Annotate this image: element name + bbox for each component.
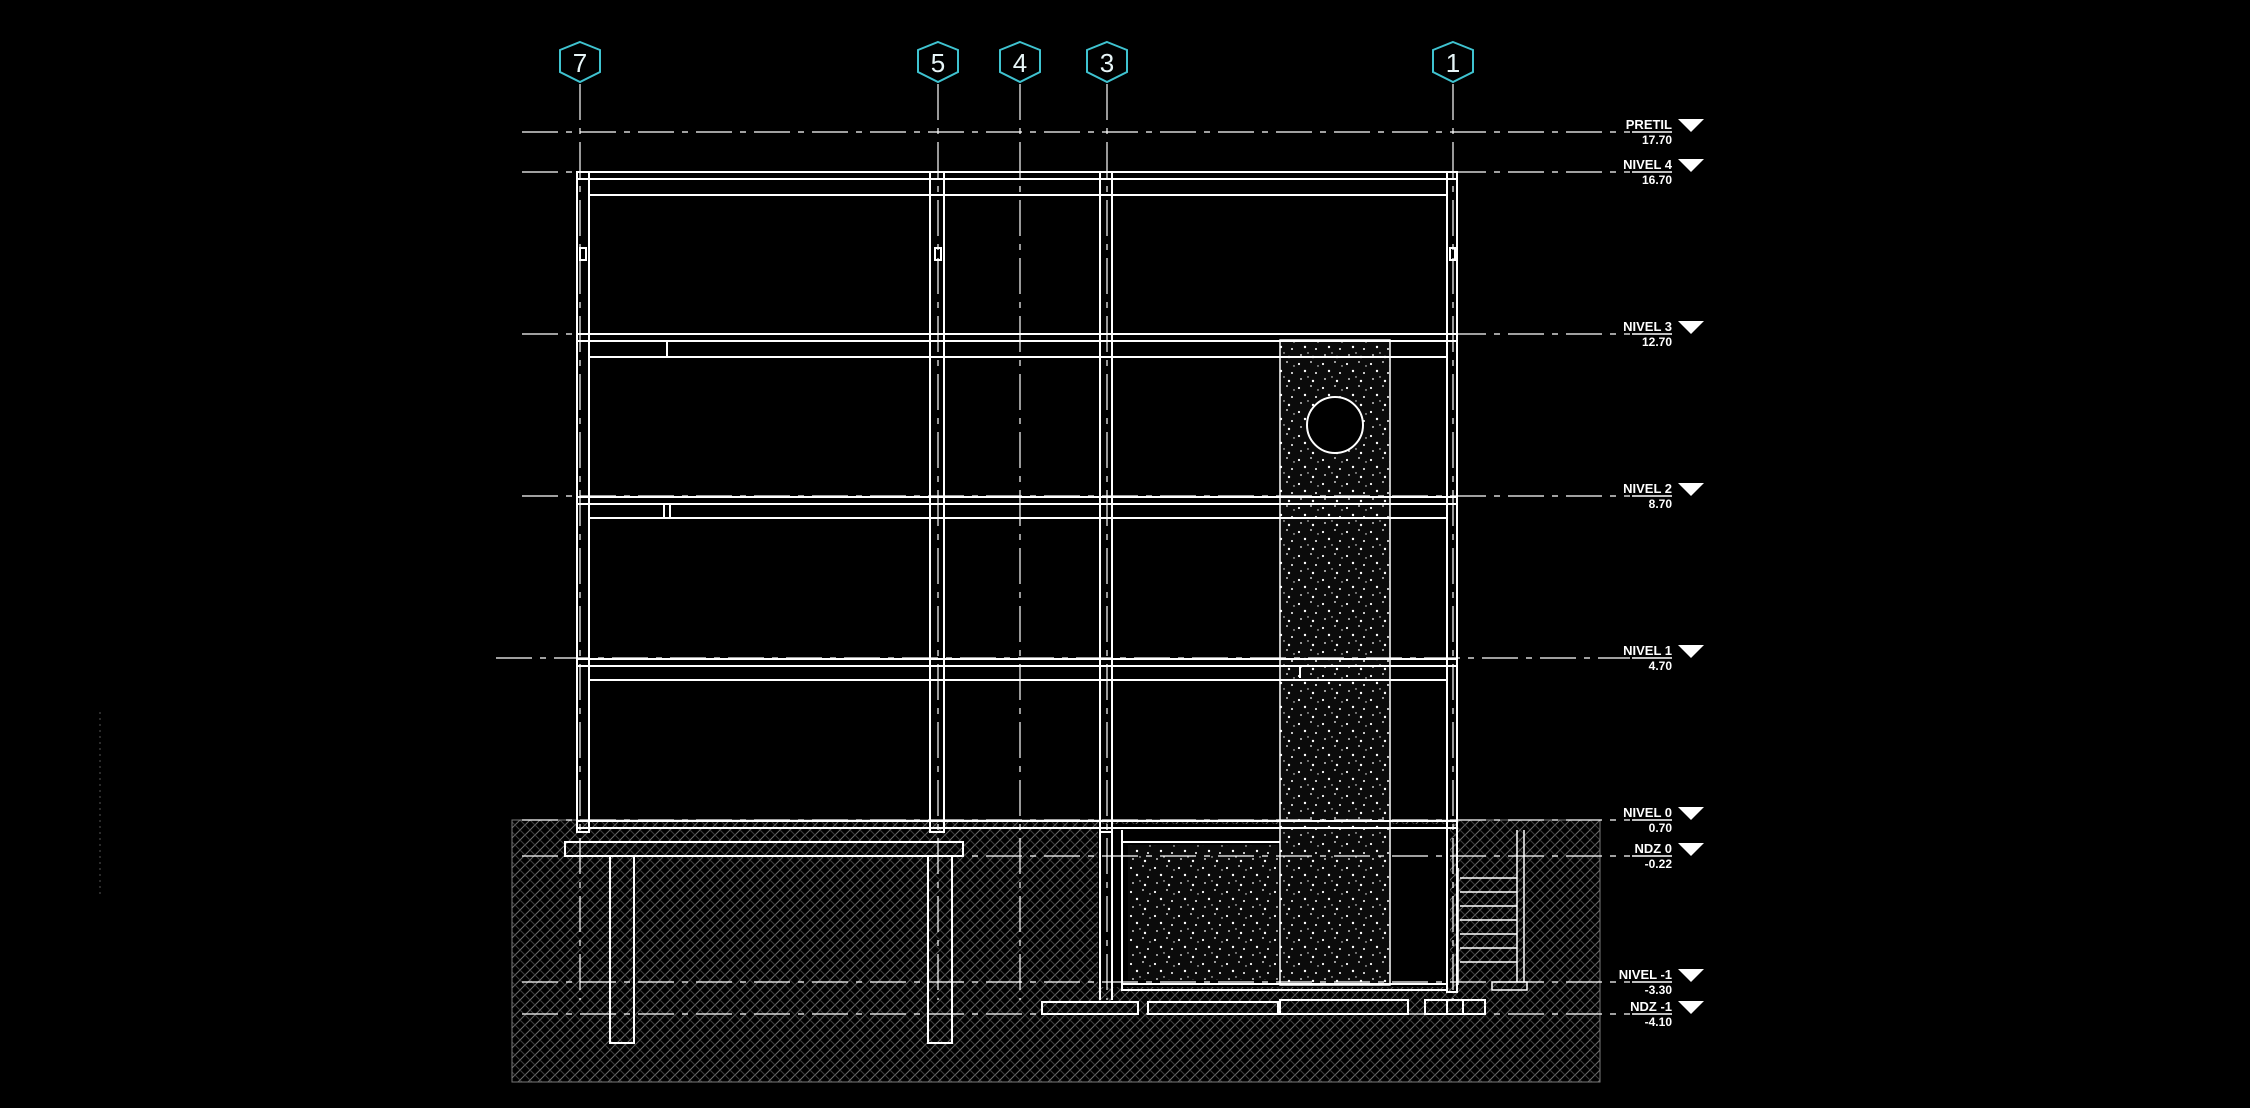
level-tag-ndz-0: NDZ 0 -0.22 bbox=[1632, 841, 1704, 871]
level-triangle-icon bbox=[1678, 159, 1704, 172]
level-value: 8.70 bbox=[1649, 497, 1673, 511]
level-tag-nivel-2: NIVEL 2 8.70 bbox=[1623, 481, 1704, 511]
column-axis-5 bbox=[929, 171, 945, 833]
level-value: 4.70 bbox=[1649, 659, 1673, 673]
axis-marker-4: 4 bbox=[999, 40, 1041, 84]
axis-label: 3 bbox=[1100, 48, 1114, 78]
axis-markers: 7 5 4 3 1 bbox=[559, 40, 1474, 84]
axis-label: 4 bbox=[1013, 48, 1027, 78]
slab-nivel-2 bbox=[576, 496, 1458, 505]
level-value: -3.30 bbox=[1645, 983, 1673, 997]
axis-marker-1: 1 bbox=[1432, 40, 1474, 84]
column-axis-7 bbox=[576, 171, 590, 833]
axis-label: 5 bbox=[931, 48, 945, 78]
level-value: -0.22 bbox=[1645, 857, 1673, 871]
level-triangle-icon bbox=[1678, 969, 1704, 982]
axis-lines bbox=[579, 84, 1454, 1000]
level-value: 12.70 bbox=[1642, 335, 1672, 349]
slab-nivel-minus-1 bbox=[1121, 983, 1448, 991]
axis-label: 7 bbox=[573, 48, 587, 78]
level-name: NIVEL 3 bbox=[1623, 319, 1672, 334]
level-triangle-icon bbox=[1678, 645, 1704, 658]
footing-left bbox=[1041, 1001, 1139, 1015]
pile-left bbox=[609, 855, 635, 1044]
level-name: NIVEL 1 bbox=[1623, 643, 1672, 658]
core-circular-opening bbox=[1306, 396, 1364, 454]
level-tag-nivel-minus-1: NIVEL -1 -3.30 bbox=[1619, 967, 1704, 997]
level-value: 17.70 bbox=[1642, 133, 1672, 147]
foundation-beam bbox=[564, 841, 964, 857]
level-triangle-icon bbox=[1678, 321, 1704, 334]
level-value: -4.10 bbox=[1645, 1015, 1673, 1029]
level-tag-ndz-minus-1: NDZ -1 -4.10 bbox=[1630, 999, 1704, 1029]
level-name: NDZ 0 bbox=[1634, 841, 1672, 856]
slab-nivel-4 bbox=[576, 171, 1458, 180]
level-name: NIVEL -1 bbox=[1619, 967, 1672, 982]
footing-right bbox=[1424, 999, 1486, 1015]
building-frame bbox=[564, 171, 1528, 1044]
axis-label: 1 bbox=[1446, 48, 1460, 78]
level-tag-nivel-3: NIVEL 3 12.70 bbox=[1623, 319, 1704, 349]
level-value: 16.70 bbox=[1642, 173, 1672, 187]
pile-right bbox=[927, 855, 953, 1044]
level-triangle-icon bbox=[1678, 843, 1704, 856]
level-name: NIVEL 0 bbox=[1623, 805, 1672, 820]
level-name: NDZ -1 bbox=[1630, 999, 1672, 1014]
slab-nivel-3 bbox=[576, 333, 1458, 342]
axis-marker-3: 3 bbox=[1086, 40, 1128, 84]
stair bbox=[1457, 830, 1528, 991]
level-triangle-icon bbox=[1678, 807, 1704, 820]
axis-marker-7: 7 bbox=[559, 40, 601, 84]
level-triangle-icon bbox=[1678, 119, 1704, 132]
level-tags: PRETIL 17.70 NIVEL 4 16.70 NIVEL 3 12.70… bbox=[1619, 117, 1704, 1029]
level-triangle-icon bbox=[1678, 1001, 1704, 1014]
level-tag-nivel-4: NIVEL 4 16.70 bbox=[1623, 157, 1704, 187]
level-triangle-icon bbox=[1678, 483, 1704, 496]
axis-marker-5: 5 bbox=[917, 40, 959, 84]
column-axis-3 bbox=[1099, 171, 1113, 833]
level-tag-nivel-1: NIVEL 1 4.70 bbox=[1623, 643, 1704, 673]
level-tag-pretil: PRETIL 17.70 bbox=[1626, 117, 1704, 147]
level-name: NIVEL 4 bbox=[1623, 157, 1673, 172]
level-value: 0.70 bbox=[1649, 821, 1673, 835]
level-name: NIVEL 2 bbox=[1623, 481, 1672, 496]
slab-nivel-0 bbox=[576, 820, 1458, 829]
slab-nivel-1 bbox=[576, 658, 1458, 667]
level-name: PRETIL bbox=[1626, 117, 1672, 132]
level-tag-nivel-0: NIVEL 0 0.70 bbox=[1623, 805, 1704, 835]
basement-fill bbox=[1128, 845, 1278, 980]
